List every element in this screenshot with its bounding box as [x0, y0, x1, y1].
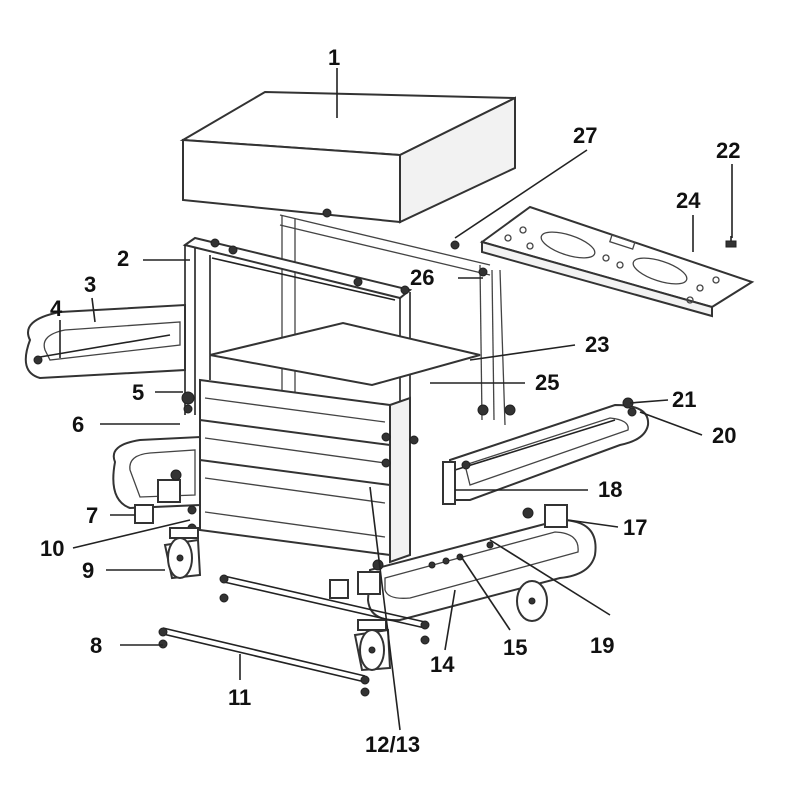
callout-4: 4: [50, 296, 63, 321]
callout-26: 26: [410, 265, 434, 290]
callout-1: 1: [328, 45, 340, 70]
callout-12-13: 12/13: [365, 732, 420, 757]
right-side-tray: [442, 397, 650, 505]
callout-18: 18: [598, 477, 622, 502]
seat-cushion: [179, 90, 516, 224]
caster-front-left: [163, 527, 202, 580]
caster-front-right: [353, 619, 392, 672]
callout-5: 5: [132, 380, 144, 405]
callout-22: 22: [716, 138, 740, 163]
callout-20: 20: [712, 423, 736, 448]
callout-14: 14: [430, 652, 455, 677]
callout-17: 17: [623, 515, 647, 540]
base-tray: [329, 504, 597, 622]
shelf: [209, 321, 481, 387]
callout-3: 3: [84, 272, 96, 297]
callout-15: 15: [503, 635, 527, 660]
callout-10: 10: [40, 536, 64, 561]
callout-11: 11: [228, 685, 251, 710]
leader-lines: [59, 68, 733, 731]
callout-19: 19: [590, 633, 614, 658]
left-side-tray: [24, 303, 186, 380]
rear-frame: [279, 208, 516, 426]
callout-labels: 1 27 22 24 2 3 4 26 23 25 5 6 21 20 18 7…: [40, 45, 740, 757]
tool-tray-plate: [479, 205, 755, 318]
callout-24: 24: [676, 188, 701, 213]
callout-23: 23: [585, 332, 609, 357]
spacer-block: [134, 504, 154, 524]
callout-9: 9: [82, 558, 94, 583]
base-frame: [112, 391, 201, 533]
caster-rear-right: [516, 580, 548, 622]
tray-screw: [725, 236, 737, 248]
callout-6: 6: [72, 412, 84, 437]
callout-8: 8: [90, 633, 102, 658]
callout-2: 2: [117, 246, 129, 271]
drawer-stack: [199, 378, 419, 564]
callout-27: 27: [573, 123, 597, 148]
callout-21: 21: [672, 387, 696, 412]
callout-25: 25: [535, 370, 559, 395]
callout-7: 7: [86, 503, 98, 528]
axle-rods: [158, 574, 430, 697]
